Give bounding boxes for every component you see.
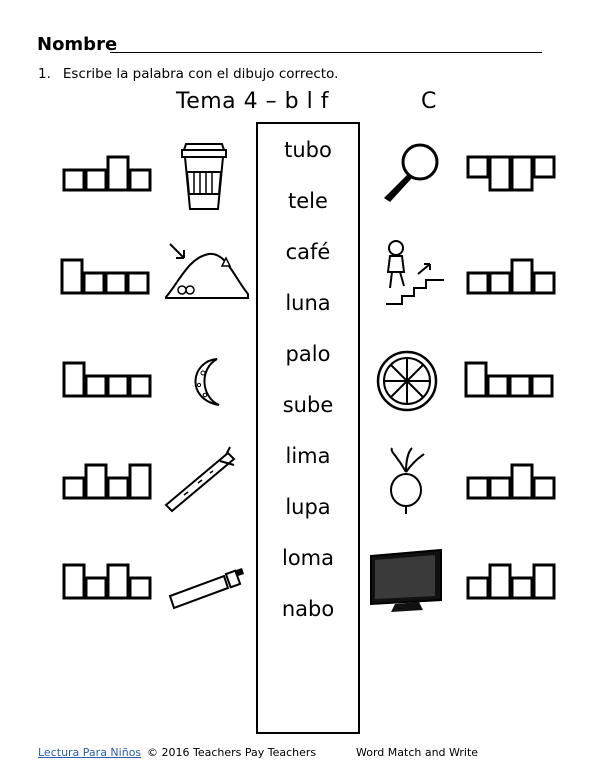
- letter-boxes-left-2[interactable]: [60, 258, 156, 300]
- word-bank-item: tubo: [284, 138, 332, 162]
- letter-boxes-left-5[interactable]: [62, 563, 154, 605]
- footer-worksheet-type: Word Match and Write: [356, 746, 479, 759]
- letter-boxes-left-1[interactable]: [62, 155, 154, 197]
- letter-boxes-left-4[interactable]: [62, 463, 154, 505]
- word-bank-item: tele: [288, 189, 328, 213]
- word-bank-item: palo: [285, 342, 331, 366]
- turnip-icon: [390, 447, 425, 514]
- theme-letter: C: [421, 89, 437, 114]
- lime-slice-icon: [376, 350, 438, 412]
- television-icon: [370, 548, 442, 612]
- magnifying-glass-icon: [384, 143, 439, 202]
- letter-boxes-right-3[interactable]: [464, 361, 560, 403]
- word-bank-item: sube: [282, 393, 334, 417]
- person-climbing-stairs-icon: [386, 240, 444, 305]
- word-bank-item: lupa: [285, 495, 331, 519]
- letter-boxes-right-1[interactable]: [466, 155, 558, 205]
- word-bank: tubo tele café luna palo sube lima lupa …: [256, 122, 360, 734]
- word-bank-item: lima: [285, 444, 331, 468]
- footer-link[interactable]: Lectura Para Niños: [38, 746, 142, 759]
- hill-icon: [165, 243, 249, 299]
- crescent-moon-icon: [194, 358, 220, 406]
- coffee-cup-icon: [181, 143, 227, 210]
- word-bank-item: café: [285, 240, 331, 264]
- word-bank-item: luna: [285, 291, 331, 315]
- instruction-number: 1.: [38, 66, 51, 82]
- theme-title: Tema 4 – b l f: [176, 89, 329, 114]
- letter-boxes-right-5[interactable]: [466, 563, 558, 605]
- letter-boxes-left-3[interactable]: [62, 361, 158, 403]
- footer-copyright: © 2016 Teachers Pay Teachers: [147, 746, 317, 759]
- paint-tube-icon: [168, 568, 244, 610]
- instruction-text: Escribe la palabra con el dibujo correct…: [62, 66, 339, 82]
- stick-icon: [164, 446, 236, 513]
- word-bank-item: nabo: [281, 597, 335, 621]
- nombre-label: Nombre: [37, 34, 118, 55]
- letter-boxes-right-4[interactable]: [466, 463, 558, 505]
- name-write-line[interactable]: [110, 52, 542, 53]
- word-bank-item: loma: [281, 546, 334, 570]
- letter-boxes-right-2[interactable]: [466, 258, 558, 300]
- instruction: 1. Escribe la palabra con el dibujo corre…: [38, 66, 338, 82]
